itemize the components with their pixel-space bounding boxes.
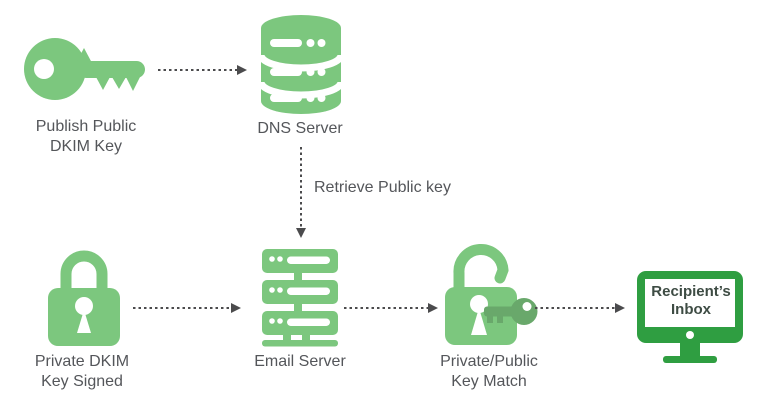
dashed-arrow-key-to-dns (158, 64, 247, 75)
key-icon (24, 38, 145, 100)
dashed-line (344, 306, 428, 309)
arrowhead-down-icon (296, 228, 306, 238)
node-publish-public-dkim-key (24, 36, 148, 102)
recipients-inbox-label: Recipient’s Inbox (651, 283, 731, 318)
node-email-server (260, 249, 340, 347)
private-public-key-match-label: Private/Public Key Match (440, 353, 538, 390)
arrowhead-right-icon (428, 302, 438, 313)
dashed-line (535, 306, 615, 309)
arrowhead-right-icon (615, 302, 625, 313)
padlock-locked-icon (48, 250, 120, 346)
publish-public-dkim-key-label: Publish Public DKIM Key (35, 118, 137, 155)
retrieve-public-key-label: Retrieve Public key (314, 179, 451, 196)
dashed-line (300, 147, 302, 228)
node-private-public-key-match (440, 242, 540, 346)
node-dns-server (257, 13, 345, 115)
arrowhead-right-icon (237, 64, 247, 75)
dashed-arrow-dns-to-email (295, 147, 307, 238)
padlock-unlocked-key-icon (445, 244, 538, 345)
dashed-line (158, 68, 237, 71)
node-private-dkim-key (44, 248, 124, 348)
dns-server-label: DNS Server (257, 120, 343, 137)
dashed-arrow-lock-to-email (133, 302, 241, 313)
private-dkim-key-label: Private DKIM Key Signed (34, 353, 130, 390)
monitor-icon (637, 271, 743, 363)
email-server-label: Email Server (254, 353, 346, 370)
database-icon (257, 15, 345, 114)
dashed-line (133, 306, 231, 309)
dashed-arrow-match-to-inbox (535, 302, 625, 313)
arrowhead-right-icon (231, 302, 241, 313)
node-recipients-inbox (636, 270, 744, 364)
server-stack-icon (262, 249, 338, 347)
dashed-arrow-email-to-match (344, 302, 438, 313)
